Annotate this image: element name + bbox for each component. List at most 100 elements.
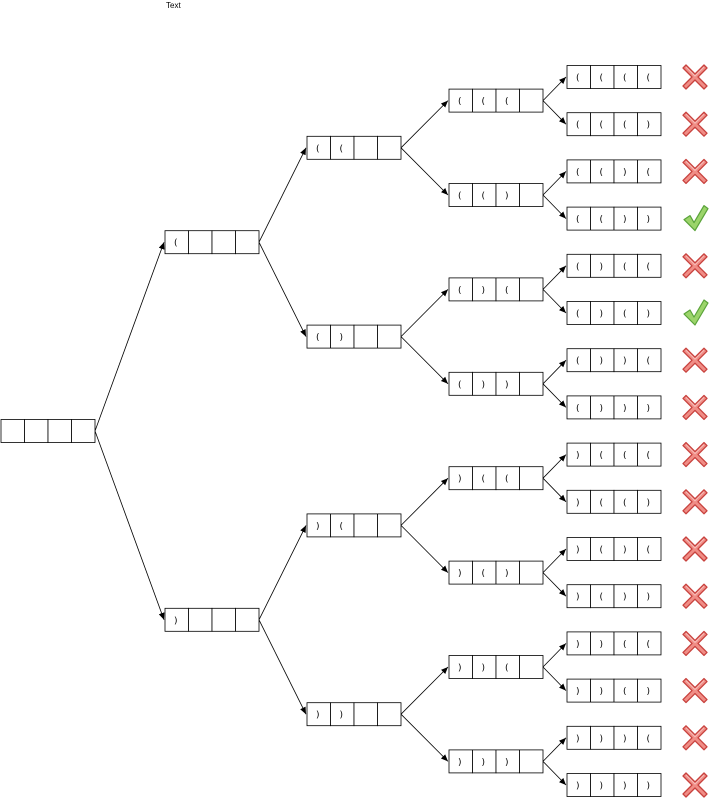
leaf-node: )((): [566, 489, 662, 514]
node-cell: [637, 584, 662, 609]
cell-symbol: (: [576, 262, 580, 272]
node-cell: [71, 419, 96, 443]
tree-edge: [542, 289, 567, 314]
tree-edge: [542, 76, 567, 101]
cross-icon: [682, 111, 708, 137]
edges: [94, 76, 567, 786]
cell-symbol: ): [600, 687, 604, 697]
tree-edge: [542, 194, 567, 219]
cell-symbol: ): [623, 404, 627, 414]
cell-symbol: (: [623, 451, 627, 461]
cell-symbol: ): [458, 569, 462, 579]
leaf-node: (((): [566, 112, 662, 137]
tree-edge: [258, 619, 307, 715]
tree-edge: [258, 147, 307, 243]
tree-node: ): [164, 607, 260, 632]
cell-symbol: (: [576, 168, 580, 178]
leaf-node: ))((: [566, 631, 662, 656]
tree-edge: [542, 454, 567, 479]
cell-symbol: (: [623, 498, 627, 508]
leaf-node: )()(: [566, 537, 662, 561]
check-icon: [683, 299, 709, 326]
cell-symbol: ): [647, 687, 651, 697]
leaf-node: (()): [566, 206, 662, 231]
cell-symbol: (: [600, 215, 604, 225]
tree-edge: [542, 643, 567, 668]
tree-node: )): [306, 702, 402, 727]
cell-symbol: ): [623, 593, 627, 603]
cell-symbol: (: [505, 97, 509, 107]
cell-symbol: ): [576, 782, 580, 792]
node-cell: [235, 230, 260, 255]
cell-symbol: ): [505, 569, 509, 579]
cross-icon: [682, 630, 708, 657]
leaf-node: ())): [566, 395, 662, 420]
cell-symbol: ): [482, 286, 486, 296]
cell-symbol: ): [647, 215, 651, 225]
node-cell: [519, 371, 544, 396]
cell-symbol: ): [647, 782, 651, 792]
node-cell: [235, 607, 260, 632]
cell-symbol: (: [316, 144, 320, 154]
leaf-node: ))(): [566, 678, 662, 703]
tree-edge: [542, 761, 567, 786]
tree-edge: [542, 171, 567, 196]
node-cell: [637, 678, 662, 703]
cell-symbol: ): [482, 664, 486, 674]
cell-symbol: ): [600, 640, 604, 650]
tree-edge: [258, 525, 307, 620]
cell-symbol: ): [482, 380, 486, 390]
tree-edge: [542, 548, 567, 573]
leaf-node: (()(: [566, 159, 662, 184]
leaf-node: )(((: [566, 442, 662, 467]
check-icon: [683, 205, 709, 232]
node-cell: [0, 419, 25, 443]
node-cell: [188, 607, 213, 632]
cell-symbol: (: [458, 192, 462, 202]
cell-symbol: ): [576, 546, 580, 556]
tree-edge: [542, 737, 567, 762]
leaf-node: )()): [566, 584, 662, 609]
node-cell: [377, 135, 402, 160]
node-cell: [211, 230, 236, 255]
cell-symbol: ): [576, 498, 580, 508]
cross-icon: [682, 441, 708, 468]
tree-edge: [542, 100, 567, 125]
cell-symbol: ): [505, 758, 509, 768]
cell-symbol: ): [576, 640, 580, 650]
cell-symbol: ): [505, 380, 509, 390]
node-cell: [637, 773, 662, 797]
cell-symbol: (: [600, 451, 604, 461]
cell-symbol: ): [316, 522, 320, 532]
nodes: ()((())())((((()()(()))(()()))()))((((((…: [0, 65, 662, 797]
cell-symbol: (: [623, 262, 627, 272]
cell-symbol: ): [647, 593, 651, 603]
cell-symbol: ): [600, 734, 604, 744]
node-cell: [353, 135, 378, 160]
tree-node: )(): [448, 560, 544, 585]
cell-symbol: (: [316, 333, 320, 343]
cell-symbol: ): [623, 546, 627, 556]
cell-symbol: (: [623, 640, 627, 650]
cross-icon: [682, 158, 708, 185]
cross-icon: [682, 394, 708, 421]
cell-symbol: (: [647, 74, 651, 84]
tree-edge: [94, 430, 165, 620]
cell-symbol: (: [576, 404, 580, 414]
cell-symbol: ): [576, 451, 580, 461]
caption-text: Text: [166, 1, 181, 10]
node-cell: [519, 183, 544, 207]
cell-symbol: ): [647, 498, 651, 508]
cell-symbol: (: [576, 357, 580, 367]
cell-symbol: ): [623, 357, 627, 367]
leaf-node: ()(): [566, 301, 662, 325]
tree-node: ()): [448, 371, 544, 396]
leaf-node: ())(: [566, 348, 662, 373]
cell-symbol: (: [576, 310, 580, 320]
cross-icon: [682, 253, 708, 279]
cell-symbol: (: [647, 357, 651, 367]
cell-symbol: ): [600, 310, 604, 320]
node-cell: [637, 253, 662, 278]
node-cell: [353, 702, 378, 727]
node-cell: [519, 88, 544, 113]
